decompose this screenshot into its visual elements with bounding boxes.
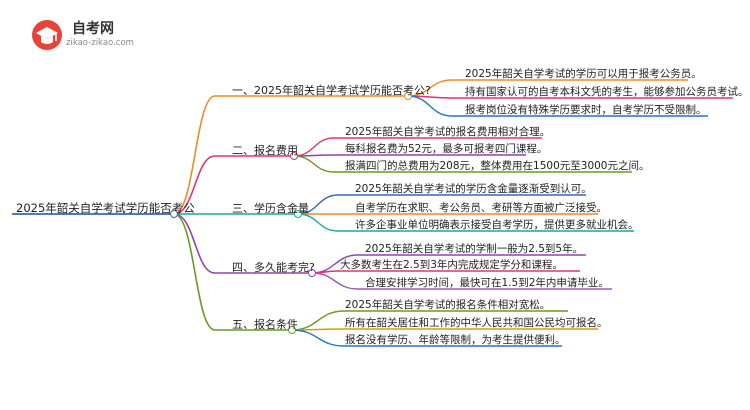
leaf-4-2: 大多数考生在2.5到3年内完成规定学分和课程。 <box>340 259 563 271</box>
branch-2-node-dot <box>290 152 298 160</box>
leaf-4-1: 2025年韶关自学考试的学制一般为2.5到5年。 <box>365 243 584 255</box>
leaf-1-3: 报考岗位没有特殊学历要求时，自考学历不受限制。 <box>465 104 707 116</box>
leaf-2-3: 报满四门的总费用为208元，整体费用在1500元至3000元之间。 <box>345 160 650 172</box>
branch-4-node-dot <box>308 269 316 277</box>
branch-1-node-dot <box>404 92 412 100</box>
branch-3-node-dot <box>294 210 302 218</box>
connector-branch-1 <box>173 95 216 215</box>
root-node-dot <box>170 210 178 218</box>
leaf-3-1: 2025年韶关自学考试的学历含金量逐渐受到认可。 <box>355 183 592 195</box>
connector-branch-5 <box>173 213 216 331</box>
leaf-5-3: 报名没有学历、年龄等限制，为考生提供便利。 <box>345 334 566 346</box>
connector-branch-4 <box>173 213 216 274</box>
leaf-1-1: 2025年韶关自学考试的学历可以用于报考公务员。 <box>465 68 702 80</box>
branch-5-node-dot <box>288 326 296 334</box>
leaf-5-2: 所有在韶关居住和工作的中华人民共和国公民均可报名。 <box>345 317 608 329</box>
leaf-2-2: 每科报名费为52元，最多可报考四门课程。 <box>345 143 548 155</box>
leaf-3-2: 自考学历在求职、考公务员、考研等方面被广泛接受。 <box>355 202 607 214</box>
branch-4-label: 四、多久能考完? <box>232 261 315 274</box>
leaf-4-3: 合理安排学习时间，最快可在1.5到2年内申请毕业。 <box>365 277 609 289</box>
branch-5-label: 五、报名条件 <box>232 318 298 331</box>
root-node: 2025年韶关自学考试学历能否考公 <box>16 201 195 215</box>
leaf-3-3: 许多企事业单位明确表示接受自考学历，提供更多就业机会。 <box>355 219 639 231</box>
branch-2-label: 二、报名费用 <box>232 144 298 157</box>
leaf-1-2: 持有国家认可的自考本科文凭的考生，能够参加公务员考试。 <box>465 86 749 98</box>
site-logo: 自考网 zikao-zikao.com <box>30 16 170 56</box>
connector-branch-2 <box>173 155 216 215</box>
branch-3-label: 三、学历含金量 <box>232 202 309 215</box>
site-domain: zikao-zikao.com <box>66 38 134 48</box>
branch-1-label: 一、2025年韶关自学考试学历能否考公? <box>232 84 431 97</box>
leaf-2-1: 2025年韶关自学考试的报名费用相对合理。 <box>345 126 551 138</box>
graduation-cap-icon <box>32 20 62 50</box>
leaf-5-1: 2025年韶关自学考试的报名条件相对宽松。 <box>345 299 551 311</box>
site-title: 自考网 <box>72 21 114 37</box>
